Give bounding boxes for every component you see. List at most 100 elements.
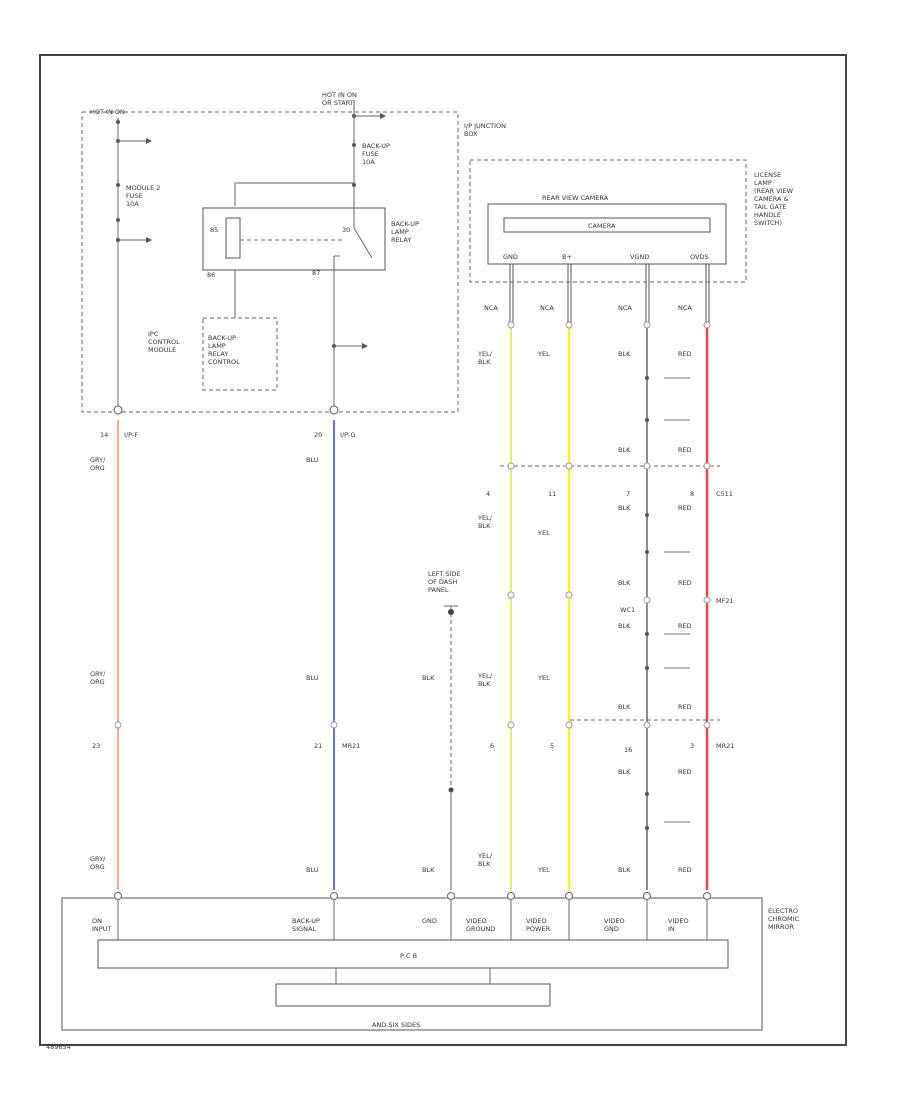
diagram-id: 489654	[46, 1043, 71, 1051]
svg-text:4: 4	[486, 490, 490, 498]
camera-inner	[503, 217, 711, 233]
svg-text:20: 20	[314, 431, 322, 439]
svg-text:WC1: WC1	[620, 606, 635, 614]
svg-text:BLK: BLK	[618, 350, 631, 358]
svg-text:YEL/BLK: YEL/BLK	[477, 672, 493, 688]
svg-text:BLK: BLK	[618, 622, 631, 630]
svg-text:VGND: VGND	[630, 253, 649, 261]
svg-text:BLU: BLU	[306, 456, 319, 464]
svg-text:23: 23	[92, 742, 100, 750]
svg-text:YEL/BLK: YEL/BLK	[477, 350, 493, 366]
svg-text:NCA: NCA	[484, 304, 498, 312]
w5-labels: YEL YEL YEL YEL	[537, 350, 550, 874]
svg-text:MR21: MR21	[716, 742, 734, 750]
svg-text:RED: RED	[678, 504, 692, 512]
svg-text:MF21: MF21	[716, 597, 734, 605]
svg-text:MR21: MR21	[342, 742, 360, 750]
svg-text:RED: RED	[678, 622, 692, 630]
svg-text:21: 21	[314, 742, 322, 750]
svg-text:86: 86	[207, 271, 215, 279]
backup-lamp-relay	[202, 207, 386, 271]
svg-text:GRY/ORG: GRY/ORG	[90, 456, 106, 472]
svg-text:6: 6	[490, 742, 494, 750]
svg-text:OVDS: OVDS	[690, 253, 709, 261]
svg-text:BLK: BLK	[618, 579, 631, 587]
svg-text:NCA: NCA	[540, 304, 554, 312]
outer-frame	[39, 54, 847, 1046]
svg-text:BLU: BLU	[306, 674, 319, 682]
svg-text:YEL: YEL	[537, 674, 550, 682]
svg-text:BLK: BLK	[618, 866, 631, 874]
camera-outer-label: REAR VIEW CAMERA	[542, 194, 609, 202]
svg-text:RED: RED	[678, 579, 692, 587]
hot-run-label: HOT IN ON	[90, 108, 125, 116]
mirror-inner-board	[275, 983, 551, 1007]
svg-text:16: 16	[624, 746, 632, 754]
svg-text:AND SIX SIDES: AND SIX SIDES	[372, 1021, 420, 1029]
w6-labels: BLK BLK BLK BLK BLK BLK BLK BLK	[618, 350, 631, 874]
svg-text:87: 87	[312, 269, 320, 277]
svg-text:BLK: BLK	[618, 504, 631, 512]
svg-text:YEL: YEL	[537, 529, 550, 537]
svg-text:YEL/BLK: YEL/BLK	[477, 852, 493, 868]
svg-text:I/P-F: I/P-F	[124, 431, 138, 439]
svg-text:11: 11	[548, 490, 556, 498]
svg-text:NCA: NCA	[618, 304, 632, 312]
w1-label-2: GRY/ORG	[90, 670, 106, 686]
svg-text:YEL/BLK: YEL/BLK	[477, 514, 493, 530]
svg-text:85: 85	[210, 226, 218, 234]
license-lamp-box	[469, 159, 747, 283]
w1-label-1: GRY/ORG	[90, 456, 106, 472]
svg-text:CAMERA: CAMERA	[588, 222, 616, 230]
svg-text:GND: GND	[503, 253, 518, 261]
svg-text:BLK: BLK	[422, 674, 435, 682]
svg-text:RED: RED	[678, 768, 692, 776]
svg-text:7: 7	[626, 490, 630, 498]
svg-text:BLK: BLK	[618, 703, 631, 711]
svg-text:I/P-G: I/P-G	[340, 431, 356, 439]
w1-label-3: GRY/ORG	[90, 855, 106, 871]
pcb-board	[97, 939, 729, 969]
svg-text:GRY/ORG: GRY/ORG	[90, 670, 106, 686]
svg-text:RED: RED	[678, 446, 692, 454]
rear-view-camera	[487, 203, 727, 265]
svg-text:RED: RED	[678, 703, 692, 711]
svg-text:5: 5	[550, 742, 554, 750]
svg-text:3: 3	[690, 742, 694, 750]
svg-text:BLK: BLK	[422, 866, 435, 874]
w4-labels: YEL/BLK YEL/BLK YEL/BLK YEL/BLK	[477, 350, 493, 868]
svg-text:HOT IN ON: HOT IN ON	[90, 108, 125, 116]
svg-text:B+: B+	[562, 253, 572, 261]
svg-text:RED: RED	[678, 350, 692, 358]
svg-text:GRY/ORG: GRY/ORG	[90, 855, 106, 871]
svg-text:14: 14	[100, 431, 108, 439]
svg-text:NCA: NCA	[678, 304, 692, 312]
svg-text:RED: RED	[678, 866, 692, 874]
svg-text:BLU: BLU	[306, 866, 319, 874]
svg-text:BLK: BLK	[618, 446, 631, 454]
